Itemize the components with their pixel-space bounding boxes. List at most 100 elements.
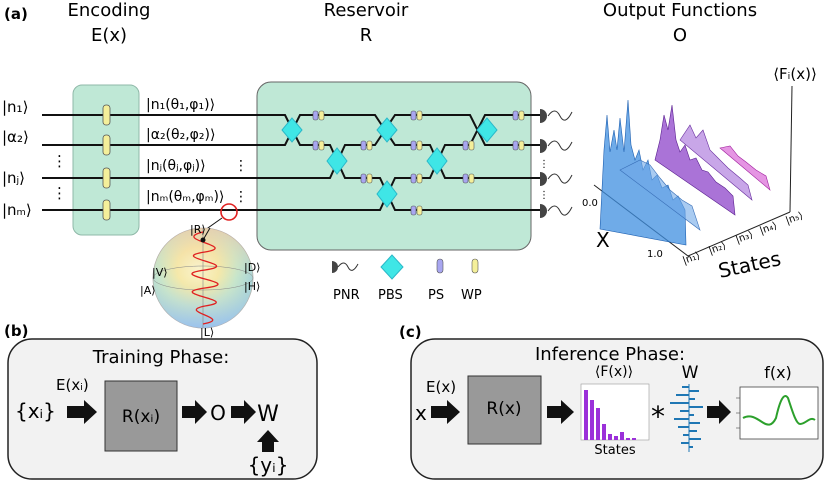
states-axis-label: States: [716, 246, 783, 283]
wp-icon: [102, 199, 111, 221]
x-axis-label: X: [596, 228, 610, 252]
wp-icon: [318, 110, 325, 121]
input-label: |nⱼ⟩: [2, 169, 25, 187]
pnr-icon: [540, 204, 573, 218]
wp-icon: [518, 140, 525, 151]
pbs-icon: [376, 117, 398, 143]
output-title: Output Functions: [603, 0, 757, 21]
training-targets: {yᵢ}: [248, 453, 289, 477]
component-legend: PNR PBS PS WP: [332, 254, 482, 303]
pnr-icon: [332, 261, 359, 273]
training-title: Training Phase:: [92, 347, 230, 368]
arrow-up-icon: [257, 430, 279, 452]
wp-icon: [416, 205, 423, 216]
inference-input: x: [415, 401, 427, 425]
ps-icon: [360, 173, 367, 184]
phase-shifters: [312, 110, 519, 216]
inference-reservoir-box: [467, 375, 542, 445]
ps-icon: [462, 173, 469, 184]
feature-bar: [626, 438, 630, 440]
arrow-icon: [547, 400, 574, 424]
ps-icon: [512, 110, 519, 121]
state-tick: |n₄⟩: [758, 220, 778, 236]
sphere-label-r: |R⟩: [190, 223, 206, 236]
feature-bar: [614, 436, 618, 440]
panel-b-tag: (b): [4, 322, 28, 340]
training-reservoir-label: R(xᵢ): [122, 407, 160, 427]
sphere-label-v: |V⟩: [152, 266, 168, 279]
training-encode-label: E(xᵢ): [56, 376, 89, 394]
training-input-set: {xᵢ}: [15, 399, 56, 423]
ps-icon: [436, 258, 444, 274]
detectors: ⋮ ⋮: [539, 109, 573, 218]
inference-reservoir-label: R(x): [486, 399, 521, 419]
ps-icon: [312, 140, 319, 151]
polarization-trajectory: [191, 231, 219, 325]
pnr-icon: [540, 139, 573, 153]
ps-icon: [410, 110, 417, 121]
inference-encode-label: E(x): [426, 378, 456, 396]
dots: ⋮: [234, 189, 248, 205]
reservoir-title: Reservoir: [324, 0, 409, 21]
pbs-icon: [281, 117, 303, 143]
output-function-plot: [736, 386, 819, 440]
encoding-symbol: E(x): [91, 25, 127, 46]
ps-icon: [360, 140, 367, 151]
feature-bar: [602, 424, 606, 440]
input-label: |nₘ⟩: [2, 201, 32, 219]
wp-icon: [366, 140, 373, 151]
feature-bar: [608, 434, 612, 440]
pnr-icon: [540, 109, 573, 123]
input-label: |n₁⟩: [2, 98, 28, 116]
arrow-icon: [67, 400, 97, 424]
arrow-icon: [707, 400, 731, 424]
inference-title: Inference Phase:: [535, 344, 685, 365]
pbs-icon: [326, 147, 348, 175]
wp-icon: [518, 110, 525, 121]
feature-bar: [596, 408, 600, 440]
arrow-icon: [182, 400, 207, 424]
inference-weights-label: W: [682, 363, 699, 383]
function-curve: [742, 395, 816, 426]
encoded-labels: |n₁(θ₁,φ₁)⟩ |α₂(θ₂,φ₂)⟩ |nⱼ(θⱼ,φⱼ)⟩ |nₘ(…: [146, 97, 248, 205]
beam-splitters: [281, 117, 498, 208]
input-label: |α₂⟩: [2, 128, 29, 146]
reservoir-box: [256, 81, 532, 251]
input-labels: |n₁⟩ |α₂⟩ |nⱼ⟩ |nₘ⟩ ⋮ ⋮: [2, 98, 67, 219]
legend-label: WP: [461, 288, 482, 303]
dots: ⋮: [52, 184, 67, 202]
curve-n4: [679, 124, 753, 201]
ps-icon: [462, 140, 469, 151]
pbs-icon: [376, 180, 398, 208]
output-3d-plot: ⟨Fᵢ(x)⟩ 0.0 1.0 X States |n₁⟩ |n₂⟩ |n₃⟩ …: [582, 65, 817, 283]
wp-icon: [468, 173, 475, 184]
ps-icon: [410, 205, 417, 216]
encoded-label: |nₘ(θₘ,φₘ)⟩: [146, 189, 224, 205]
ps-icon: [512, 140, 519, 151]
legend-label: PS: [428, 288, 444, 303]
panel-c-tag: (c): [399, 323, 422, 341]
dots: ⋮: [234, 158, 248, 174]
multiply-symbol: *: [651, 400, 665, 433]
wp-icon: [468, 140, 475, 151]
wp-icon: [416, 140, 423, 151]
wp-icon: [102, 134, 111, 156]
zoom-marker: [220, 203, 238, 221]
output-axis-label: ⟨Fᵢ(x)⟩: [773, 65, 817, 83]
wave-plates: [318, 110, 525, 216]
arrow-icon: [231, 400, 256, 424]
func-label: f(x): [764, 363, 792, 382]
sphere-label-h: |H⟩: [244, 280, 260, 293]
dots: ⋮: [539, 159, 549, 170]
features-label: ⟨F(x)⟩: [595, 364, 633, 380]
feature-bar: [620, 432, 624, 440]
x-tick: 0.0: [582, 198, 598, 209]
output-symbol: O: [673, 25, 687, 46]
wp-icon: [102, 167, 111, 189]
encoded-label: |nⱼ(θⱼ,φⱼ)⟩: [146, 158, 206, 174]
dots: ⋮: [539, 190, 549, 201]
ps-icon: [410, 140, 417, 151]
legend-label: PNR: [333, 288, 360, 303]
feature-bar: [584, 390, 588, 440]
wp-icon: [102, 104, 111, 126]
